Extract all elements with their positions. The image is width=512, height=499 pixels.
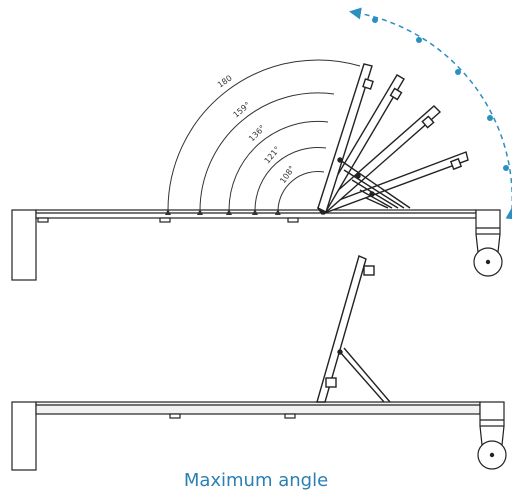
caption: Maximum angle bbox=[183, 470, 329, 491]
top-seat-frame bbox=[35, 209, 477, 219]
top-backrests bbox=[316, 63, 469, 215]
top-left-leg bbox=[11, 209, 37, 281]
bottom-lounger bbox=[11, 255, 507, 471]
bottom-right-frame bbox=[479, 401, 505, 427]
angle-label-159: 159° bbox=[232, 100, 253, 119]
bottom-backrest bbox=[316, 255, 391, 403]
top-lounger bbox=[11, 63, 503, 281]
angle-arcs bbox=[164, 59, 361, 216]
bottom-left-leg bbox=[11, 401, 37, 471]
angle-label-121: 121° bbox=[263, 145, 282, 166]
bottom-seat bbox=[35, 401, 481, 415]
angle-label-108: 108° bbox=[278, 164, 296, 185]
motion-arc bbox=[349, 7, 512, 220]
top-right-frame bbox=[475, 209, 501, 235]
angle-label-136: 136° bbox=[247, 123, 267, 143]
